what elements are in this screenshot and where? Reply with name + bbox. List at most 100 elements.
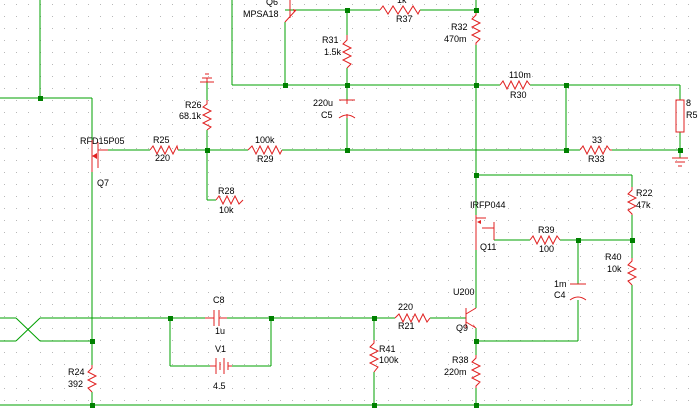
grid-dot — [316, 328, 317, 329]
grid-dot — [460, 292, 461, 293]
grid-dot — [268, 256, 269, 257]
grid-dot — [628, 124, 629, 125]
grid-dot — [472, 184, 473, 185]
grid-dot — [448, 88, 449, 89]
grid-dot — [256, 292, 257, 293]
junction-dot — [372, 316, 377, 321]
grid-dot — [544, 316, 545, 317]
junction-dot — [630, 238, 635, 243]
grid-dot — [160, 160, 161, 161]
grid-dot — [316, 172, 317, 173]
grid-dot — [280, 40, 281, 41]
grid-dot — [556, 316, 557, 317]
q7-value: RFD15P05 — [80, 136, 125, 146]
grid-dot — [532, 328, 533, 329]
grid-dot — [100, 148, 101, 149]
grid-dot — [184, 316, 185, 317]
grid-dot — [292, 88, 293, 89]
grid-dot — [316, 244, 317, 245]
grid-dot — [196, 196, 197, 197]
grid-dot — [448, 376, 449, 377]
grid-dot — [664, 280, 665, 281]
grid-dot — [136, 40, 137, 41]
grid-dot — [568, 76, 569, 77]
r21-name: R21 — [398, 321, 415, 331]
grid-dot — [652, 196, 653, 197]
grid-dot — [556, 172, 557, 173]
grid-dot — [328, 400, 329, 401]
grid-dot — [64, 328, 65, 329]
grid-dot — [652, 232, 653, 233]
grid-dot — [100, 100, 101, 101]
grid-dot — [136, 388, 137, 389]
grid-dot — [148, 388, 149, 389]
grid-dot — [508, 112, 509, 113]
r32-name: R32 — [451, 22, 468, 32]
grid-dot — [256, 220, 257, 221]
grid-dot — [400, 64, 401, 65]
grid-dot — [688, 28, 689, 29]
grid-dot — [184, 88, 185, 89]
grid-dot — [4, 148, 5, 149]
grid-dot — [472, 160, 473, 161]
grid-dot — [64, 376, 65, 377]
grid-dot — [4, 196, 5, 197]
grid-dot — [508, 172, 509, 173]
grid-dot — [76, 328, 77, 329]
grid-dot — [640, 340, 641, 341]
grid-dot — [544, 220, 545, 221]
grid-dot — [256, 4, 257, 5]
grid-dot — [16, 268, 17, 269]
grid-dot — [616, 4, 617, 5]
grid-dot — [52, 364, 53, 365]
grid-dot — [568, 376, 569, 377]
grid-dot — [328, 4, 329, 5]
grid-dot — [424, 376, 425, 377]
r39-name: R39 — [538, 225, 555, 235]
grid-dot — [484, 16, 485, 17]
grid-dot — [76, 280, 77, 281]
grid-dot — [652, 316, 653, 317]
grid-dot — [172, 148, 173, 149]
grid-dot — [532, 88, 533, 89]
grid-dot — [88, 376, 89, 377]
grid-dot — [544, 52, 545, 53]
grid-dot — [376, 256, 377, 257]
grid-dot — [556, 304, 557, 305]
grid-dot — [616, 244, 617, 245]
grid-dot — [388, 232, 389, 233]
grid-dot — [640, 376, 641, 377]
junction-dot — [474, 83, 479, 88]
grid-dot — [148, 88, 149, 89]
grid-dot — [244, 340, 245, 341]
grid-dot — [232, 364, 233, 365]
grid-dot — [4, 328, 5, 329]
grid-dot — [400, 88, 401, 89]
grid-dot — [244, 256, 245, 257]
grid-dot — [196, 352, 197, 353]
grid-dot — [652, 256, 653, 257]
grid-dot — [232, 340, 233, 341]
grid-dot — [400, 76, 401, 77]
grid-dot — [592, 124, 593, 125]
grid-dot — [616, 316, 617, 317]
grid-dot — [316, 28, 317, 29]
grid-dot — [16, 400, 17, 401]
grid-dot — [232, 400, 233, 401]
grid-dot — [376, 88, 377, 89]
grid-dot — [580, 340, 581, 341]
grid-dot — [400, 100, 401, 101]
grid-dot — [484, 124, 485, 125]
grid-dot — [112, 244, 113, 245]
grid-dot — [184, 208, 185, 209]
grid-dot — [16, 352, 17, 353]
grid-dot — [484, 400, 485, 401]
grid-dot — [472, 376, 473, 377]
grid-dot — [40, 196, 41, 197]
grid-dot — [628, 88, 629, 89]
grid-dot — [40, 280, 41, 281]
grid-dot — [112, 268, 113, 269]
grid-dot — [364, 196, 365, 197]
grid-dot — [88, 64, 89, 65]
grid-dot — [508, 136, 509, 137]
